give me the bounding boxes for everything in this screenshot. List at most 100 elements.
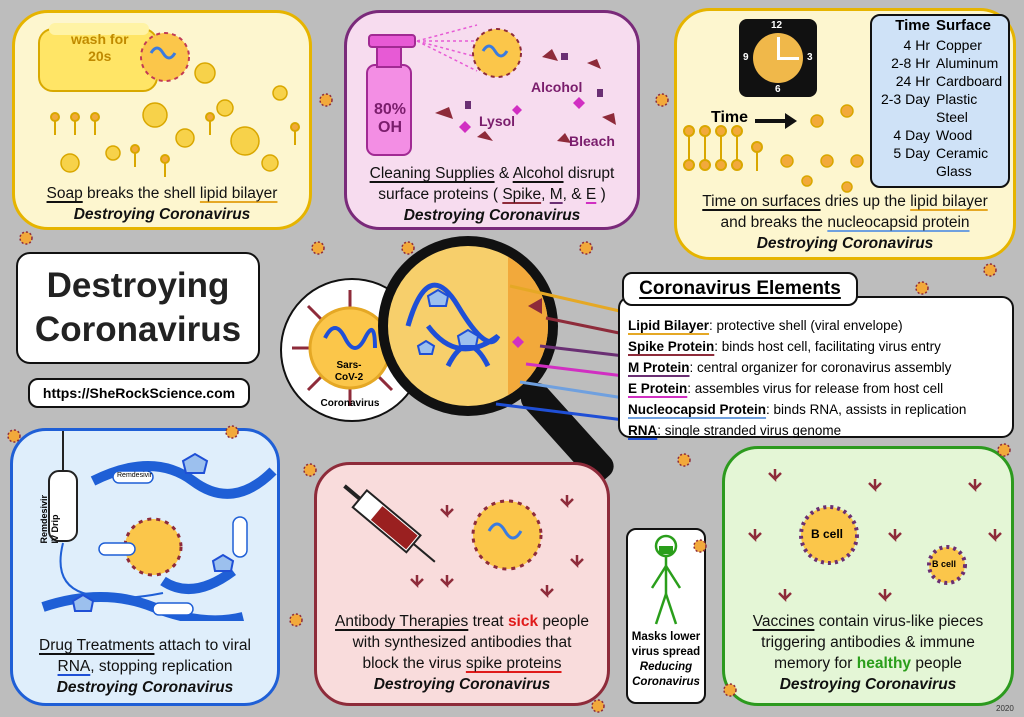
- soap-cap-c: lipid bilayer: [199, 185, 278, 202]
- title-line1: Destroying: [46, 266, 230, 305]
- surface-table-row: 4 Day Wood: [872, 126, 1008, 144]
- iv-label-1: Remdesivir: [39, 495, 49, 544]
- drug-cap-a: Drug Treatments: [39, 637, 155, 654]
- vac-cap-b: contain virus-like pieces: [814, 613, 984, 630]
- iv-label: Remdesivir IV Drip: [39, 495, 61, 544]
- surface-time: 2-3 Day: [880, 91, 930, 107]
- drug-cap-b: attach to viral: [154, 637, 251, 654]
- clock-3: 3: [807, 52, 813, 63]
- clean-cap-m: M: [549, 186, 563, 203]
- element-row: RNA: single stranded virus genome: [628, 420, 1012, 441]
- surface-time: [872, 108, 936, 126]
- virus-label: Sars- CoV-2: [332, 360, 366, 384]
- surface-material: Plastic: [936, 91, 978, 107]
- surface-time: 5 Day: [893, 145, 930, 161]
- bottle-label-2: OH: [378, 119, 402, 136]
- element-desc: : protective shell (viral envelope): [709, 318, 903, 333]
- clean-cap-b: &: [494, 165, 513, 182]
- surface-material: Ceramic: [936, 145, 989, 161]
- soap-panel: wash for 20s Soap breaks the shell lipid…: [12, 10, 312, 230]
- soap-cap-b: breaks the shell: [82, 185, 200, 202]
- surface-material: Glass: [936, 163, 972, 179]
- time-cap-a: Time on surfaces: [702, 193, 821, 210]
- mask-l3: Reducing: [639, 661, 693, 673]
- surface-material: Steel: [936, 109, 968, 125]
- anti-cap-d: with synthesized antibodies that: [352, 634, 572, 651]
- surface-time: 4 Day: [893, 127, 930, 143]
- clock-6: 6: [775, 84, 781, 95]
- bcell-label-2: B cell: [932, 559, 957, 569]
- iv-label-2: IV Drip: [50, 514, 60, 544]
- element-name: Nucleocapsid Protein: [628, 402, 767, 417]
- virus-label-2: CoV-2: [334, 372, 364, 383]
- time-cap-e: nucleocapsid protein: [827, 214, 970, 231]
- elements-heading: Coronavirus Elements: [622, 272, 858, 306]
- element-row: Nucleocapsid Protein: binds RNA, assists…: [628, 399, 1012, 420]
- mask-text: Masks lower virus spread Reducing Corona…: [628, 630, 704, 690]
- drug-illustration: [41, 431, 277, 621]
- drug-cap-e: Destroying Coronavirus: [56, 679, 234, 696]
- surface-material: Copper: [936, 37, 982, 53]
- element-row: Spike Protein: binds host cell, facilita…: [628, 336, 1012, 357]
- vac-cap-d: memory for: [774, 655, 857, 672]
- surface-material: Aluminum: [936, 55, 999, 71]
- time-cap-b: dries up the: [820, 193, 911, 210]
- syringe-icon: [343, 484, 436, 563]
- surface-time: 24 Hr: [895, 73, 930, 89]
- elements-list: Lipid Bilayer: protective shell (viral e…: [628, 315, 1012, 441]
- soap-timer-line2: 20s: [88, 48, 112, 64]
- clean-cap-c: Alcohol: [512, 165, 564, 182]
- anti-cap-c: people: [538, 613, 589, 630]
- vac-cap-healthy: healthy: [856, 655, 912, 672]
- virus-label-1: Sars-: [336, 360, 362, 371]
- clean-cap-e-protein: E: [585, 186, 597, 203]
- label-lysol: Lysol: [479, 113, 516, 129]
- antibody-panel: Antibody Therapies treat sick people wit…: [314, 462, 610, 706]
- anti-cap-f: spike proteins: [465, 655, 562, 672]
- antibody-illustration: [343, 484, 584, 599]
- element-desc: : assembles virus for release from host …: [687, 381, 944, 396]
- antibody-caption: Antibody Therapies treat sick people wit…: [317, 611, 607, 695]
- surface-table-header: Time Surface: [872, 16, 1008, 36]
- surface-table-row: 24 Hr Cardboard: [872, 72, 1008, 90]
- element-name: Spike Protein: [628, 339, 715, 354]
- title-line2: Coronavirus: [34, 310, 242, 349]
- surface-table-row: Steel: [872, 108, 1008, 126]
- drug-cap-d: , stopping replication: [90, 658, 233, 675]
- surface-material: Wood: [936, 127, 973, 143]
- page-title: Destroying Coronavirus: [16, 252, 260, 364]
- element-desc: : central organizer for coronavirus asse…: [689, 360, 952, 375]
- clean-cap-comma: ,: [541, 186, 550, 203]
- bottle-label-1: 80%: [373, 101, 407, 118]
- soap-cap-a: Soap: [46, 185, 83, 202]
- elements-legend: Lipid Bilayer: protective shell (viral e…: [618, 296, 1014, 438]
- surface-material: Cardboard: [936, 73, 1003, 89]
- time-cap-c: lipid bilayer: [910, 193, 988, 210]
- vac-cap-e: people: [911, 655, 962, 672]
- mask-l2: virus spread: [631, 646, 701, 658]
- website-link[interactable]: https://SheRockScience.com: [28, 378, 250, 408]
- element-name: M Protein: [628, 360, 690, 375]
- anti-cap-g: Destroying Coronavirus: [373, 676, 551, 693]
- surface-table-row: Glass: [872, 162, 1008, 180]
- clean-cap-spike: Spike: [502, 186, 542, 203]
- element-desc: : binds host cell, facilitating virus en…: [714, 339, 941, 354]
- surface-time: 4 Hr: [903, 37, 930, 53]
- time-cap-f: Destroying Coronavirus: [756, 235, 934, 252]
- mask-card: Masks lower virus spread Reducing Corona…: [626, 528, 706, 704]
- soap-caption: Soap breaks the shell lipid bilayer Dest…: [15, 183, 309, 225]
- soap-timer-label: wash for 20s: [71, 31, 129, 65]
- element-row: E Protein: assembles virus for release f…: [628, 378, 1012, 399]
- drug-caption: Drug Treatments attach to viral RNA, sto…: [13, 635, 277, 698]
- cleaning-caption: Cleaning Supplies & Alcohol disrupt surf…: [347, 163, 637, 226]
- element-name: RNA: [628, 423, 658, 438]
- clean-cap-amp: , &: [562, 186, 586, 203]
- element-desc: : single stranded virus genome: [657, 423, 842, 438]
- surface-table-row: 5 Day Ceramic: [872, 144, 1008, 162]
- time-caption: Time on surfaces dries up the lipid bila…: [677, 191, 1013, 254]
- masked-person-icon: [650, 534, 682, 625]
- element-row: Lipid Bilayer: protective shell (viral e…: [628, 315, 1012, 336]
- spray-bottle-label: 80% OH: [373, 101, 407, 137]
- cleaning-panel: 80% OH Alcohol Lysol Bleach Cleaning Sup…: [344, 10, 640, 230]
